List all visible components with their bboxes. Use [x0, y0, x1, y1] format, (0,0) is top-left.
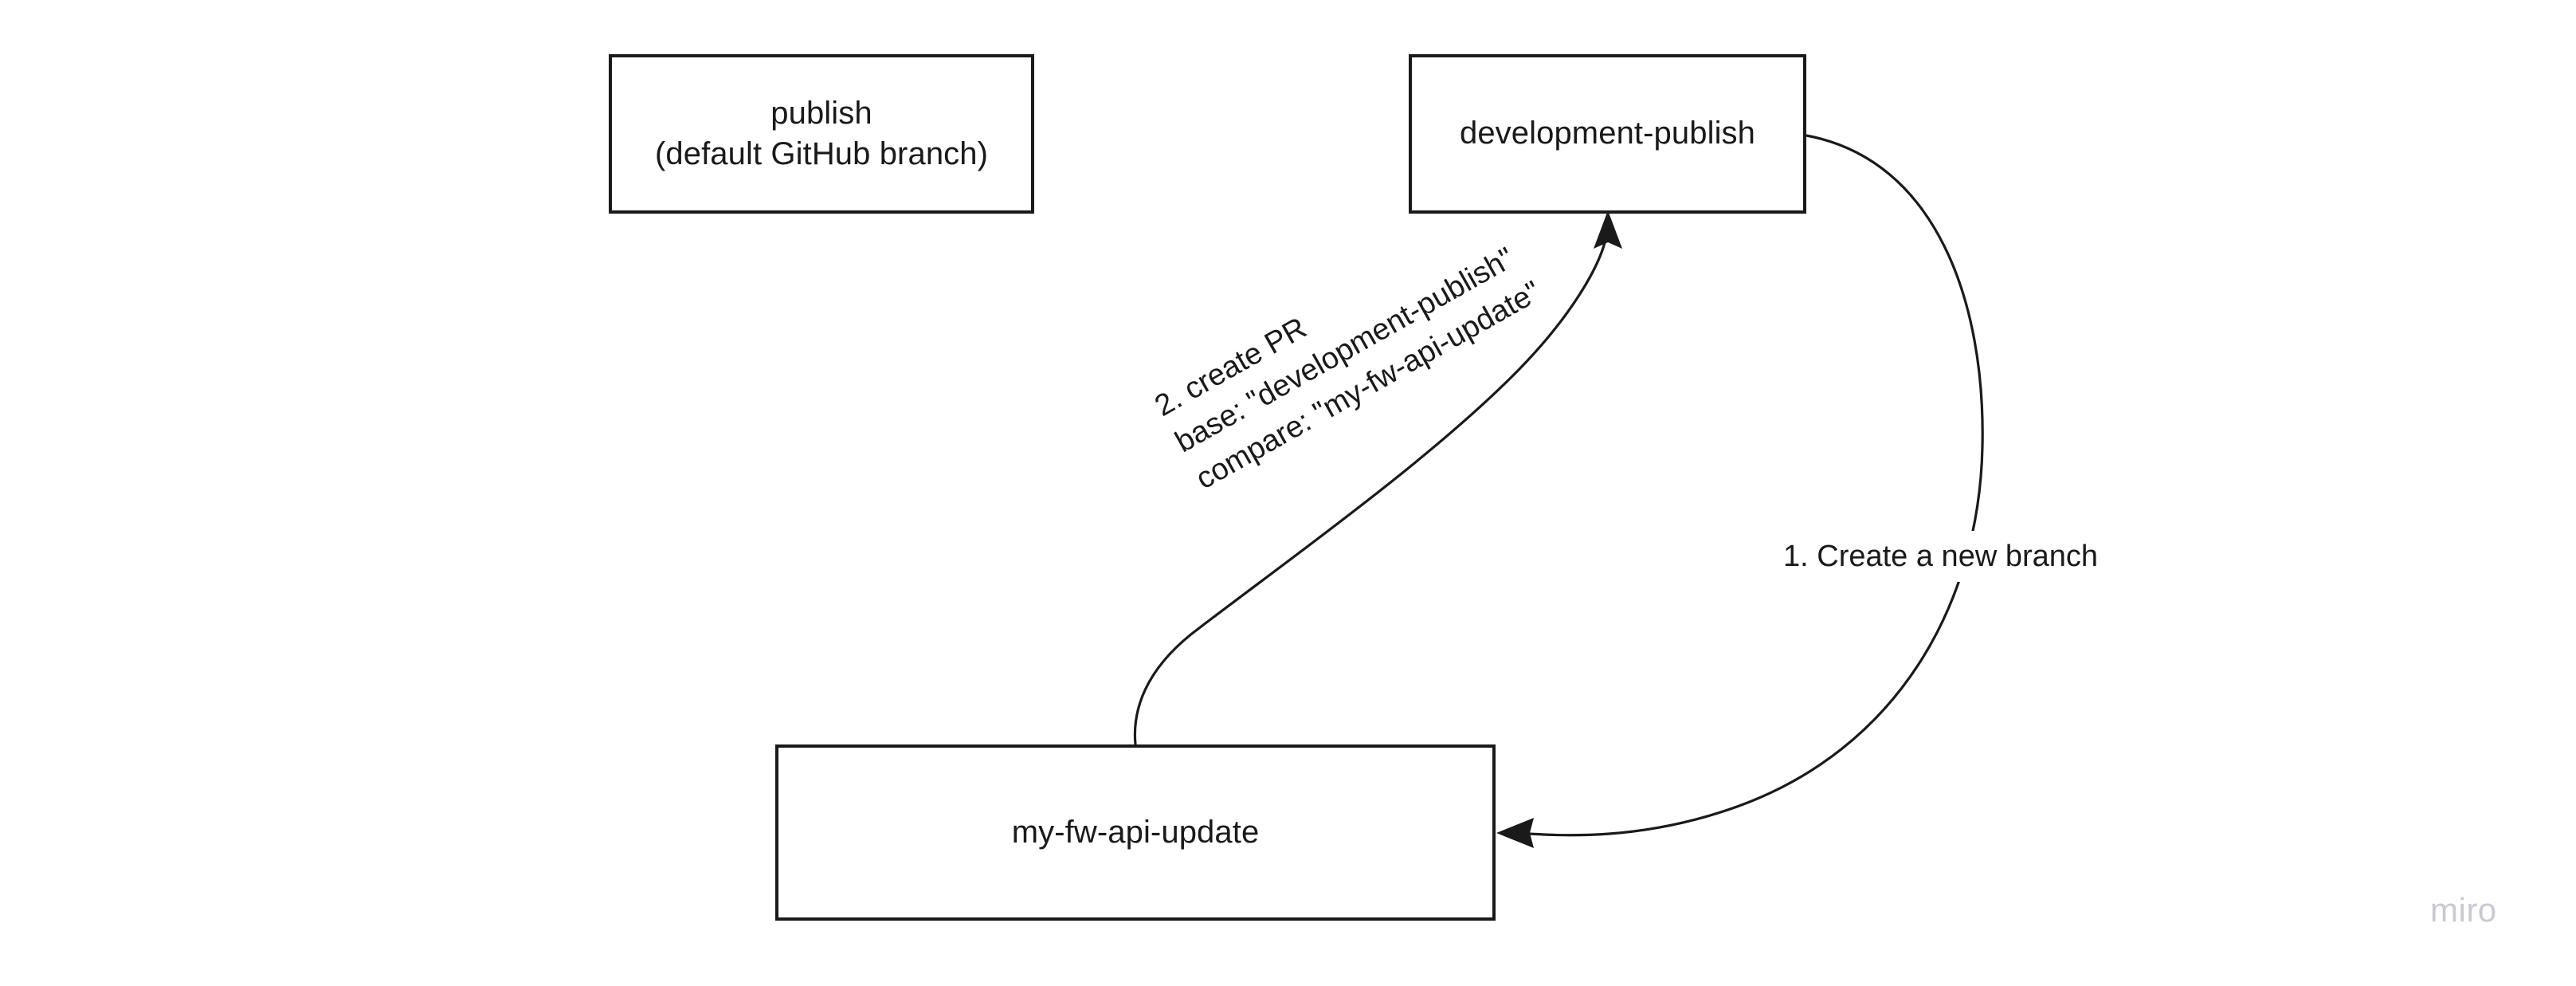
node-my-fw-api-update-label: my-fw-api-update — [1011, 814, 1260, 850]
edge-create-pr-path — [1133, 230, 1609, 745]
node-publish-label: publish (default GitHub branch) — [654, 95, 989, 171]
miro-watermark: miro — [2430, 891, 2497, 929]
node-development-publish[interactable]: development-publish — [1409, 54, 1806, 214]
node-publish[interactable]: publish (default GitHub branch) — [609, 54, 1034, 214]
node-development-publish-label: development-publish — [1459, 116, 1756, 151]
node-my-fw-api-update[interactable]: my-fw-api-update — [775, 744, 1496, 921]
edge-create-pr-arrowhead — [1594, 210, 1622, 249]
edge-label-create-branch[interactable]: 1. Create a new branch — [1775, 531, 2107, 583]
edge-create-branch-arrowhead — [1496, 818, 1534, 848]
edge-create-branch-path — [1517, 134, 1984, 837]
